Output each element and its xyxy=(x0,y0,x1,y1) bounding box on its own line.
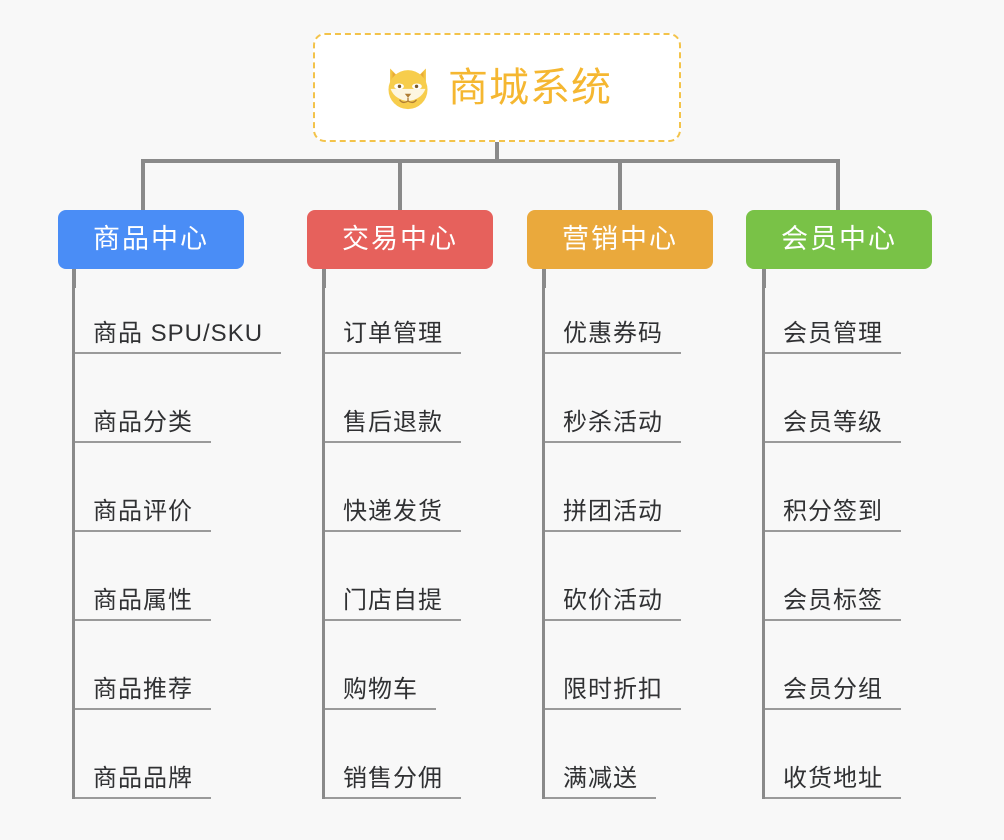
connector-stub-3 xyxy=(542,268,546,288)
category-label: 会员中心 xyxy=(781,224,897,254)
leaf-item-label: 购物车 xyxy=(343,676,418,704)
leaf-item-label: 商品属性 xyxy=(93,587,193,615)
leaf-item[interactable]: 销售分佣 xyxy=(325,733,461,799)
leaf-item[interactable]: 优惠券码 xyxy=(545,288,681,354)
leaf-item-label: 销售分佣 xyxy=(343,765,443,793)
category-label: 交易中心 xyxy=(342,224,458,254)
leaf-item-label: 优惠券码 xyxy=(563,320,663,348)
leaf-item[interactable]: 积分签到 xyxy=(765,466,901,532)
leaf-item[interactable]: 会员分组 xyxy=(765,644,901,710)
leaf-item[interactable]: 会员管理 xyxy=(765,288,901,354)
connector-drop-2 xyxy=(398,159,402,211)
root-title: 商城系统 xyxy=(448,65,612,110)
leaf-item-label: 拼团活动 xyxy=(563,498,663,526)
leaf-item[interactable]: 商品评价 xyxy=(75,466,211,532)
leaf-item-label: 会员标签 xyxy=(783,587,883,615)
leaf-item[interactable]: 商品 SPU/SKU xyxy=(75,288,282,354)
leaf-item-label: 商品评价 xyxy=(93,498,193,526)
connector-root-stem xyxy=(495,142,499,163)
leaf-spine xyxy=(542,288,545,799)
leaf-spine xyxy=(322,288,325,799)
leaf-spine xyxy=(762,288,765,799)
leaf-item[interactable]: 会员标签 xyxy=(765,555,901,621)
leaf-item-label: 收货地址 xyxy=(783,765,883,793)
leaf-item-label: 商品 SPU/SKU xyxy=(93,320,264,348)
connector-stub-2 xyxy=(322,268,326,288)
shiba-dog-icon xyxy=(388,68,428,111)
category-box-member[interactable]: 会员中心 xyxy=(746,210,932,269)
root-node[interactable]: 商城系统 xyxy=(313,33,681,142)
category-box-marketing[interactable]: 营销中心 xyxy=(527,210,713,269)
leaf-item-label: 门店自提 xyxy=(343,587,443,615)
leaf-item[interactable]: 拼团活动 xyxy=(545,466,681,532)
leaf-item-label: 限时折扣 xyxy=(563,676,663,704)
leaf-item[interactable]: 收货地址 xyxy=(765,733,901,799)
leaf-item[interactable]: 订单管理 xyxy=(325,288,461,354)
leaf-item[interactable]: 限时折扣 xyxy=(545,644,681,710)
leaf-item[interactable]: 会员等级 xyxy=(765,377,901,443)
category-label: 商品中心 xyxy=(93,224,209,254)
leaf-item-label: 会员分组 xyxy=(783,676,883,704)
leaf-item-label: 商品推荐 xyxy=(93,676,193,704)
leaf-item-label: 砍价活动 xyxy=(563,587,663,615)
leaf-item[interactable]: 商品分类 xyxy=(75,377,211,443)
leaf-item[interactable]: 商品推荐 xyxy=(75,644,211,710)
leaf-item-label: 秒杀活动 xyxy=(563,409,663,437)
leaf-item-label: 满减送 xyxy=(563,765,638,793)
connector-drop-1 xyxy=(141,159,145,211)
connector-drop-4 xyxy=(836,159,840,211)
leaf-item-label: 快递发货 xyxy=(343,498,443,526)
leaf-spine xyxy=(72,288,75,799)
leaf-item[interactable]: 快递发货 xyxy=(325,466,461,532)
leaf-item-label: 商品品牌 xyxy=(93,765,193,793)
category-box-product[interactable]: 商品中心 xyxy=(58,210,244,269)
connector-bus xyxy=(141,159,840,163)
connector-stub-1 xyxy=(72,268,76,288)
leaf-item-label: 商品分类 xyxy=(93,409,193,437)
category-label: 营销中心 xyxy=(562,224,678,254)
leaf-item-label: 会员等级 xyxy=(783,409,883,437)
leaf-item[interactable]: 砍价活动 xyxy=(545,555,681,621)
connector-drop-3 xyxy=(618,159,622,211)
leaf-item[interactable]: 商品品牌 xyxy=(75,733,211,799)
leaf-item-label: 售后退款 xyxy=(343,409,443,437)
leaf-item-label: 订单管理 xyxy=(343,320,443,348)
connector-stub-4 xyxy=(762,268,766,288)
leaf-item[interactable]: 满减送 xyxy=(545,733,656,799)
leaf-item[interactable]: 商品属性 xyxy=(75,555,211,621)
leaf-item[interactable]: 售后退款 xyxy=(325,377,461,443)
leaf-item[interactable]: 门店自提 xyxy=(325,555,461,621)
leaf-item[interactable]: 秒杀活动 xyxy=(545,377,681,443)
category-box-trade[interactable]: 交易中心 xyxy=(307,210,493,269)
leaf-item-label: 积分签到 xyxy=(783,498,883,526)
leaf-item-label: 会员管理 xyxy=(783,320,883,348)
leaf-item[interactable]: 购物车 xyxy=(325,644,436,710)
